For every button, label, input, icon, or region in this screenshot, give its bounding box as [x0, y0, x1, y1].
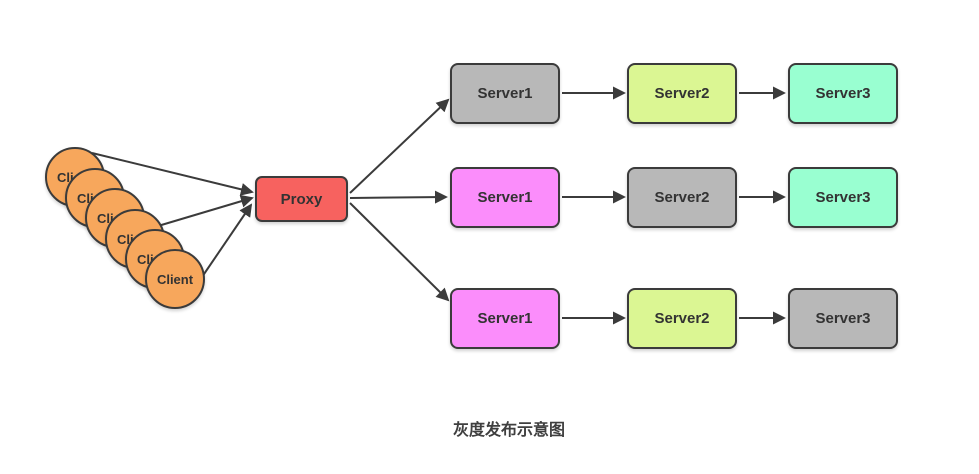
server-label: Server2 [654, 189, 710, 206]
server-label: Server2 [654, 310, 710, 327]
client-node: Client [145, 249, 205, 309]
server-label: Server3 [815, 189, 871, 206]
arrow-proxy-to-server1-row2 [349, 190, 448, 204]
arrow-proxy-to-server1-row1 [349, 98, 450, 194]
server1-row1-node: Server1 [450, 63, 560, 124]
server-label: Server3 [815, 310, 871, 327]
server2-row2-node: Server2 [627, 167, 737, 228]
arrow-proxy-to-server1-row3 [349, 202, 450, 302]
server2-row1-node: Server2 [627, 63, 737, 124]
server-label: Server1 [477, 189, 533, 206]
server3-row3-node: Server3 [788, 288, 898, 349]
server3-row2-node: Server3 [788, 167, 898, 228]
arrow-client6-to-proxy [201, 203, 253, 278]
server1-row3-node: Server1 [450, 288, 560, 349]
proxy-node: Proxy [255, 176, 348, 222]
diagram-caption: 灰度发布示意图 [452, 422, 565, 439]
proxy-label: Proxy [280, 190, 323, 208]
server-label: Server1 [477, 310, 533, 327]
client-label: Client [156, 271, 194, 287]
server-label: Server2 [654, 85, 710, 102]
server3-row1-node: Server3 [788, 63, 898, 124]
server1-row2-node: Server1 [450, 167, 560, 228]
server-label: Server3 [815, 85, 871, 102]
server-label: Server1 [477, 85, 533, 102]
arrow-client4-to-proxy [157, 194, 254, 227]
server2-row3-node: Server2 [627, 288, 737, 349]
arrow-client1-to-proxy [91, 152, 254, 196]
